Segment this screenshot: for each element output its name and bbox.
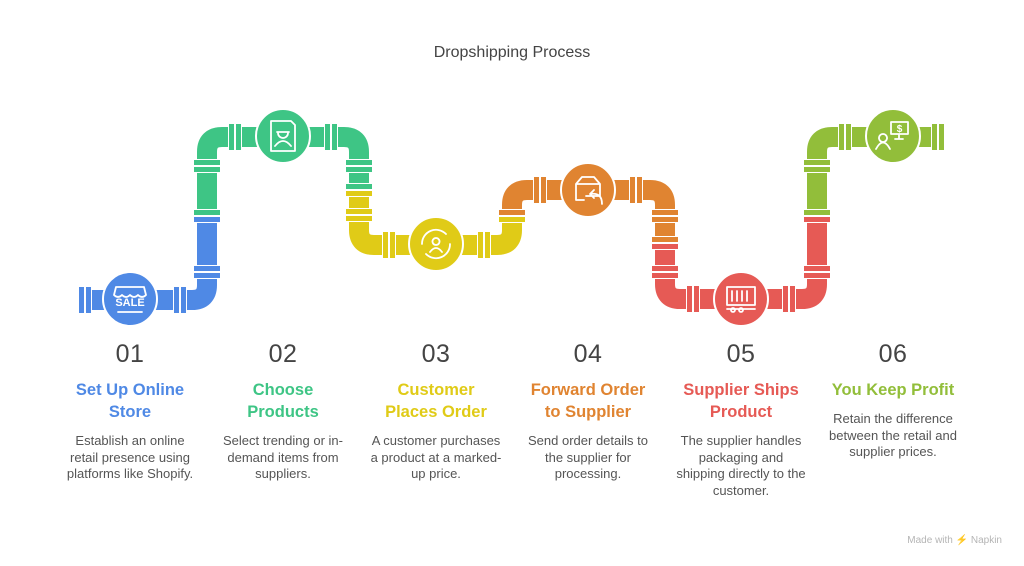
diagram-title: Dropshipping Process — [433, 44, 591, 61]
pipe-coupling — [345, 183, 373, 197]
pipe-coupling — [651, 236, 679, 250]
customer-cycle-icon — [421, 228, 451, 260]
pipe-coupling — [498, 209, 526, 223]
step-2: 02 Choose Products Select trending or in… — [208, 338, 358, 483]
step-number: 04 — [573, 340, 603, 368]
shipping-container-icon — [726, 286, 756, 313]
pipe-coupling — [345, 208, 373, 222]
pipe-segment-blue — [83, 215, 217, 310]
step-1: 01 Set Up Online Store Establish an onli… — [55, 338, 205, 483]
step-title: Customer Places Order — [385, 381, 487, 421]
step-6-badge: $ — [865, 108, 921, 164]
step-number: 01 — [115, 340, 145, 368]
pipe-coupling — [78, 286, 92, 314]
pipe-coupling — [382, 231, 396, 259]
worker-id-card-icon — [270, 120, 296, 152]
pipe-coupling — [193, 159, 221, 173]
person-dollar-monitor-icon — [875, 121, 909, 150]
step-4-badge — [560, 162, 616, 218]
pipe-segment-lime — [807, 127, 940, 215]
step-2-badge — [255, 108, 311, 164]
step-title: Choose Products — [247, 381, 319, 421]
pipe-coupling — [803, 265, 831, 279]
pipe-coupling — [345, 159, 373, 173]
package-forward-icon — [575, 176, 603, 205]
step-description: Retain the difference between the retail… — [829, 411, 957, 459]
pipe-coupling — [686, 285, 700, 313]
pipe-coupling — [629, 176, 643, 204]
step-1-badge: SALE — [102, 271, 158, 327]
step-title: Supplier Ships Product — [683, 381, 799, 421]
step-4: 04 Forward Order to Supplier Send order … — [513, 338, 663, 483]
pipe-coupling — [803, 159, 831, 173]
step-description: The supplier handles packaging and shipp… — [676, 433, 806, 498]
pipe-coupling — [193, 265, 221, 279]
step-title: Forward Order to Supplier — [530, 381, 646, 421]
step-title: Set Up Online Store — [75, 381, 185, 421]
step-5: 05 Supplier Ships Product The supplier h… — [666, 338, 816, 499]
step-title: You Keep Profit — [831, 381, 955, 399]
pipe-coupling — [477, 231, 491, 259]
pipe-coupling — [324, 123, 338, 151]
pipe-coupling — [651, 265, 679, 279]
pipe-coupling — [533, 176, 547, 204]
pipe-coupling — [193, 209, 221, 223]
step-description: Establish an online retail presence usin… — [66, 433, 194, 481]
pipe-coupling — [931, 123, 945, 151]
sale-label-icon: SALE — [115, 297, 144, 309]
step-description: Select trending or in-demand items from … — [223, 433, 343, 481]
pipe-coupling — [803, 209, 831, 223]
step-description: A customer purchases a product at a mark… — [370, 433, 502, 481]
step-number: 06 — [878, 340, 908, 368]
step-3: 03 Customer Places Order A customer purc… — [361, 338, 511, 483]
pipe-coupling — [782, 285, 796, 313]
step-5-badge — [713, 271, 769, 327]
step-3-badge — [408, 216, 464, 272]
pipe-coupling — [651, 209, 679, 223]
made-with-napkin-badge: Made with ⚡ Napkin — [907, 535, 1002, 546]
step-number: 03 — [421, 340, 451, 368]
step-number: 02 — [268, 340, 298, 368]
dollar-sign-icon: $ — [897, 124, 903, 135]
step-number: 05 — [726, 340, 756, 368]
step-description: Send order details to the supplier for p… — [528, 433, 648, 481]
pipe-coupling — [838, 123, 852, 151]
pipe-coupling — [228, 123, 242, 151]
step-6: 06 You Keep Profit Retain the difference… — [818, 338, 968, 461]
sale-storefront-icon — [113, 286, 147, 313]
pipe-coupling — [173, 286, 187, 314]
